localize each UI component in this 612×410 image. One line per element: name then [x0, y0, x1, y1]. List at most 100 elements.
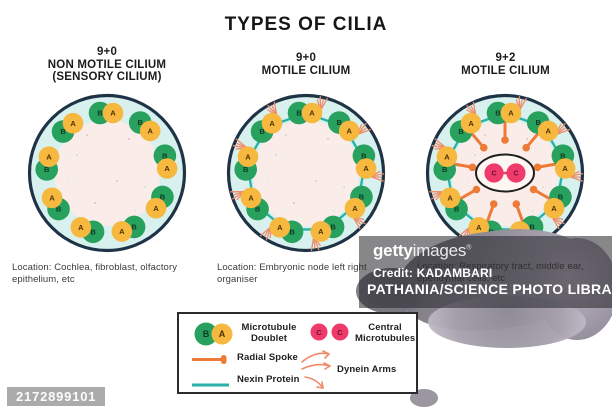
svg-text:B: B: [56, 205, 62, 214]
legend-doublet-label: Microtubule Doublet: [241, 322, 297, 344]
credit-line-2: PATHANIA/SCIENCE PHOTO LIBRAR: [367, 281, 612, 297]
cilium-name: MOTILE CILIUM: [461, 64, 550, 77]
svg-text:A: A: [153, 204, 159, 213]
b-tubule-label: B: [203, 329, 210, 339]
getty-logo: gettyimages®: [373, 241, 471, 261]
svg-text:B: B: [131, 223, 137, 232]
cilium-name: NON MOTILE CILIUM: [47, 58, 167, 71]
legend-central-label: Central Microtubules: [355, 322, 416, 344]
a-tubule-label: A: [219, 329, 226, 339]
formula-label: 9+0: [96, 46, 118, 58]
svg-text:B: B: [296, 109, 302, 118]
legend-box: B A Microtubule Doublet C C Central Micr…: [177, 312, 418, 394]
radial-spoke: [470, 131, 488, 152]
svg-text:A: A: [447, 193, 453, 202]
heading-col-3: 9+2 MOTILE CILIUM: [418, 52, 593, 77]
axoneme-matrix: [54, 120, 160, 226]
nexin-protein-icon: [191, 376, 231, 394]
svg-text:B: B: [259, 127, 265, 136]
svg-text:B: B: [60, 127, 66, 136]
microtubule-doublet: BA: [234, 146, 259, 181]
svg-text:A: A: [269, 119, 275, 128]
getty-watermark: gettyimages® Credit: KADAMBARI PATHANIA/…: [359, 236, 612, 308]
radial-spoke: [501, 119, 509, 144]
registered-mark: ®: [466, 244, 472, 252]
radial-spoke: [533, 162, 558, 172]
microtubule-doublet: BA: [35, 146, 60, 181]
microtubule-doublet: BA: [327, 111, 360, 142]
svg-text:B: B: [361, 151, 367, 160]
microtubule-doublet: BA: [551, 144, 576, 179]
dynein-arms-icon: [299, 347, 335, 396]
svg-text:B: B: [336, 118, 342, 127]
svg-text:A: A: [78, 223, 84, 232]
svg-text:B: B: [454, 205, 460, 214]
getty-logo-bold: getty: [373, 241, 413, 260]
svg-text:A: A: [119, 227, 125, 236]
microtubule-doublet: BA: [111, 215, 146, 242]
cilium-subname: (SENSORY CILIUM): [52, 71, 162, 83]
credit-line-1: Credit: KADAMBARI: [373, 266, 493, 280]
microtubule-doublet: BA: [240, 187, 269, 221]
svg-text:C: C: [513, 171, 518, 178]
location-caption-2: Location: Embryonic node left right orga…: [217, 262, 367, 285]
radial-spoke: [512, 200, 525, 224]
svg-text:B: B: [162, 151, 168, 160]
svg-text:A: A: [49, 193, 55, 202]
svg-text:B: B: [255, 205, 261, 214]
svg-text:B: B: [90, 227, 96, 236]
svg-text:A: A: [346, 126, 352, 135]
svg-text:A: A: [551, 204, 557, 213]
heading-col-2: 9+0 MOTILE CILIUM: [221, 52, 391, 77]
microtubule-doublet: BA: [344, 185, 373, 219]
svg-text:B: B: [243, 165, 249, 174]
getty-logo-light: images: [412, 241, 467, 260]
radial-spoke: [522, 131, 540, 152]
svg-text:B: B: [289, 227, 295, 236]
legend-radial-spoke-label: Radial Spoke: [237, 352, 298, 363]
nexin-links: [245, 111, 367, 231]
svg-text:B: B: [558, 193, 564, 202]
svg-text:B: B: [330, 223, 336, 232]
svg-text:A: A: [545, 126, 551, 135]
svg-text:B: B: [560, 151, 566, 160]
svg-text:B: B: [359, 193, 365, 202]
microtubule-doublet: BA: [352, 144, 377, 179]
svg-text:A: A: [508, 109, 514, 118]
svg-text:A: A: [245, 152, 251, 161]
radial-spoke: [529, 185, 552, 201]
c-tubule-label: C: [337, 328, 343, 337]
svg-text:B: B: [137, 118, 143, 127]
microtubule-doublet-icon: B A: [193, 321, 237, 353]
microtubule-doublet: BA: [51, 112, 84, 143]
microtubule-doublet: BA: [153, 144, 178, 179]
svg-text:A: A: [164, 164, 170, 173]
legend-dynein-label: Dynein Arms: [337, 364, 397, 375]
svg-text:B: B: [529, 223, 535, 232]
axoneme-matrix: [253, 120, 359, 226]
microtubule-doublet: BA: [41, 187, 70, 221]
microtubule-doublet: BA: [433, 146, 458, 181]
microtubule-doublet: BA: [145, 185, 174, 219]
svg-text:B: B: [535, 118, 541, 127]
svg-text:B: B: [97, 109, 103, 118]
svg-text:A: A: [476, 223, 482, 232]
svg-text:A: A: [147, 126, 153, 135]
svg-text:A: A: [468, 119, 474, 128]
svg-text:B: B: [160, 193, 166, 202]
svg-text:A: A: [70, 119, 76, 128]
svg-text:A: A: [309, 109, 315, 118]
svg-text:A: A: [110, 109, 116, 118]
microtubule-doublet: BA: [439, 187, 468, 221]
svg-text:A: A: [562, 164, 568, 173]
svg-text:A: A: [444, 152, 450, 161]
heading-col-1: 9+0 NON MOTILE CILIUM (SENSORY CILIUM): [17, 46, 197, 84]
page-title: TYPES OF CILIA: [224, 14, 388, 35]
formula-label: 9+2: [495, 52, 516, 64]
